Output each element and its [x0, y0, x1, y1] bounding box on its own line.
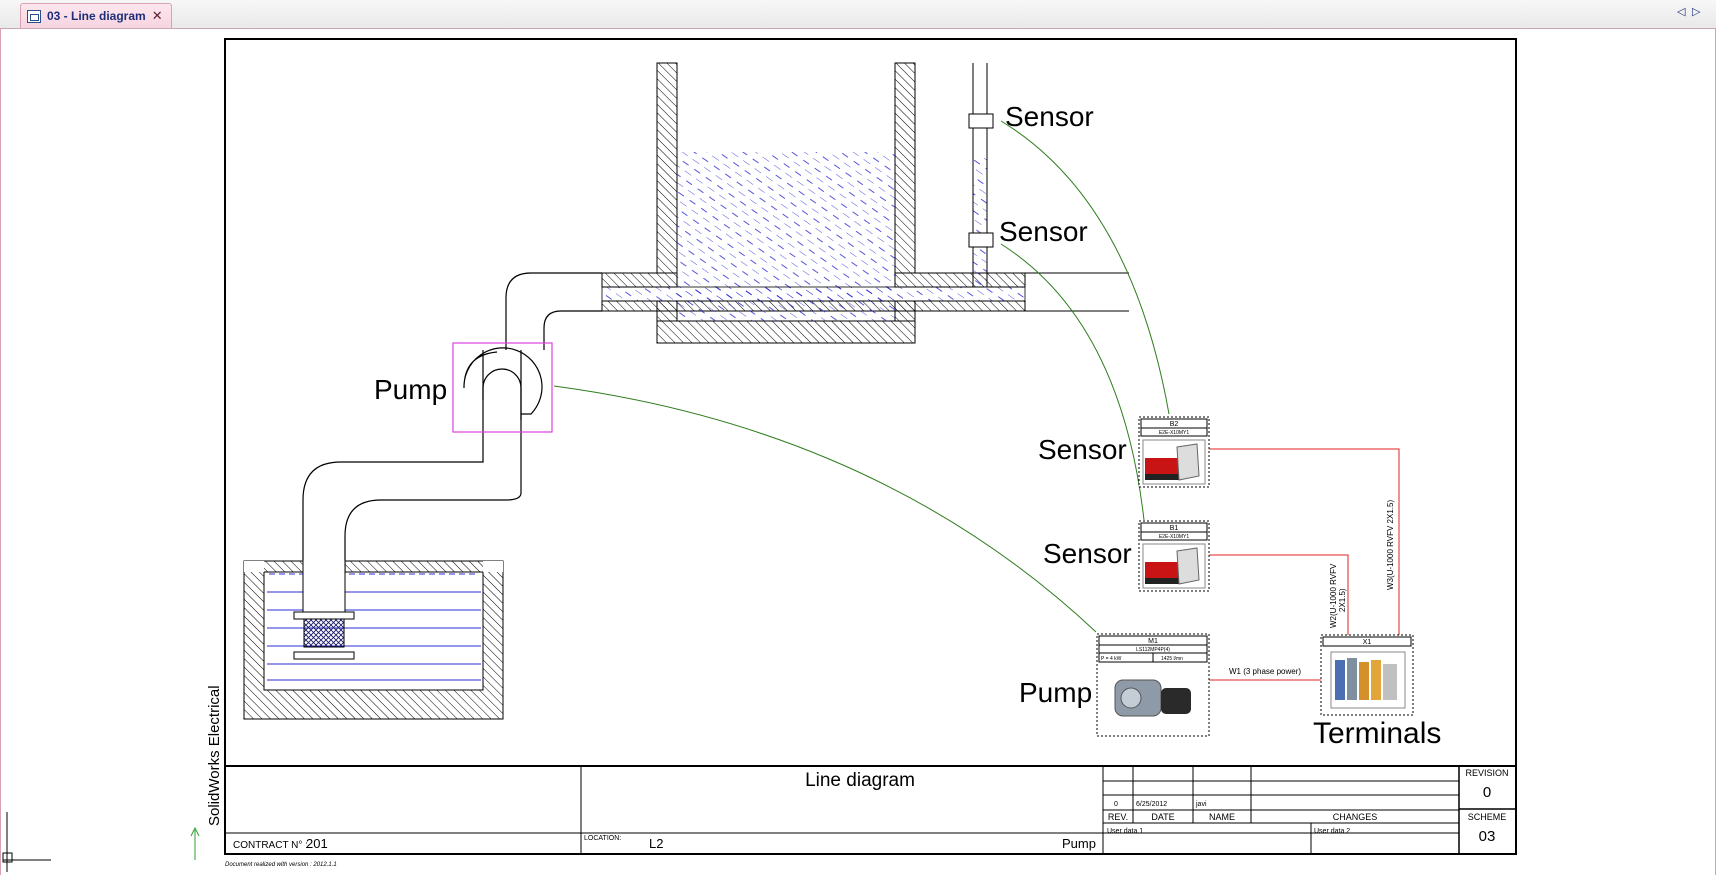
schematic-doc-icon — [27, 9, 41, 23]
label-terminals: Terminals — [1313, 717, 1441, 750]
component-m1[interactable] — [1096, 633, 1210, 737]
wire-w3: W3(U-1000 RVFV 2X1.5) — [1386, 500, 1395, 590]
scroll-left-icon[interactable]: ◁ — [1677, 5, 1686, 18]
rev-row-name: javi — [1195, 801, 1207, 808]
m1-power: P = 4 kW — [1101, 656, 1122, 662]
wire-w1: W1 (3 phase power) — [1229, 667, 1301, 676]
sensor-mid-symbol — [968, 232, 994, 248]
label-sensor-mid: Sensor — [999, 216, 1088, 247]
scheme-label: SCHEME — [1468, 812, 1507, 822]
suction-pipe — [302, 272, 602, 612]
location-value: L2 — [649, 836, 663, 851]
contract-value: 201 — [306, 836, 328, 851]
pump-field: Pump — [1062, 836, 1096, 851]
footer-version-note: Document realized with version : 2012.1.… — [225, 862, 337, 868]
line-diagram-canvas[interactable]: Sensor Sensor Pump Sensor Sensor Pump Te… — [1, 28, 1715, 875]
user-data-1: User data 1 — [1107, 828, 1143, 835]
drawing-viewport[interactable]: Sensor Sensor Pump Sensor Sensor Pump Te… — [0, 28, 1716, 875]
origin-axis-icon — [2, 812, 200, 872]
contract-label: CONTRACT N° : — [233, 840, 308, 851]
component-b1[interactable] — [1138, 520, 1210, 592]
revision-value: 0 — [1483, 784, 1491, 801]
scheme-value: 03 — [1479, 828, 1496, 845]
scroll-right-icon[interactable]: ▷ — [1692, 5, 1701, 18]
header-changes: CHANGES — [1333, 812, 1378, 822]
wire-w2-line2: 2X1.5) — [1338, 588, 1347, 612]
tab-line-diagram[interactable]: 03 - Line diagram ✕ — [20, 3, 172, 28]
vendor-label: SolidWorks Electrical — [206, 685, 223, 826]
m1-speed: 1425 l/mn — [1161, 656, 1183, 662]
sensor-top-symbol — [968, 113, 994, 129]
pump-symbol[interactable] — [452, 342, 553, 433]
b2-ref: E2E-X10MY1 — [1159, 430, 1190, 436]
m1-tag: M1 — [1148, 638, 1158, 645]
drawing-title: Line diagram — [805, 770, 915, 791]
red-wires — [1209, 448, 1400, 681]
rev-row-date: 6/25/2012 — [1136, 801, 1167, 808]
sheet-border — [224, 38, 1517, 855]
rev-row-rev: 0 — [1114, 801, 1118, 808]
x1-tag: X1 — [1363, 639, 1372, 646]
revision-label: REVISION — [1465, 768, 1508, 778]
lower-tank — [243, 560, 504, 720]
wire-w2-line1: W2(U-1000 RVFV — [1329, 563, 1338, 628]
main-tank — [601, 62, 1129, 344]
label-pump-m1: Pump — [1019, 677, 1092, 708]
title-block — [225, 765, 1516, 854]
header-date: DATE — [1151, 812, 1174, 822]
header-rev: REV. — [1108, 812, 1128, 822]
location-label: LOCATION: — [584, 835, 621, 842]
component-b2[interactable] — [1138, 416, 1210, 488]
user-data-2: User data 2 — [1314, 828, 1350, 835]
b1-ref: E2E-X10MY1 — [1159, 534, 1190, 540]
close-icon[interactable]: ✕ — [151, 8, 163, 24]
label-sensor-b2: Sensor — [1038, 434, 1127, 465]
label-pump-left: Pump — [374, 374, 447, 405]
label-sensor-top: Sensor — [1005, 101, 1094, 132]
tab-title: 03 - Line diagram — [47, 9, 146, 23]
green-cables — [553, 120, 1170, 633]
document-tab-bar: 03 - Line diagram ✕ ◁ ▷ — [0, 0, 1716, 29]
b1-tag: B1 — [1170, 525, 1179, 532]
header-name: NAME — [1209, 812, 1235, 822]
component-x1[interactable] — [1320, 634, 1414, 716]
b2-tag: B2 — [1170, 421, 1179, 428]
m1-ref: LS112MP4P(4) — [1136, 647, 1170, 653]
label-sensor-b1: Sensor — [1043, 538, 1132, 569]
